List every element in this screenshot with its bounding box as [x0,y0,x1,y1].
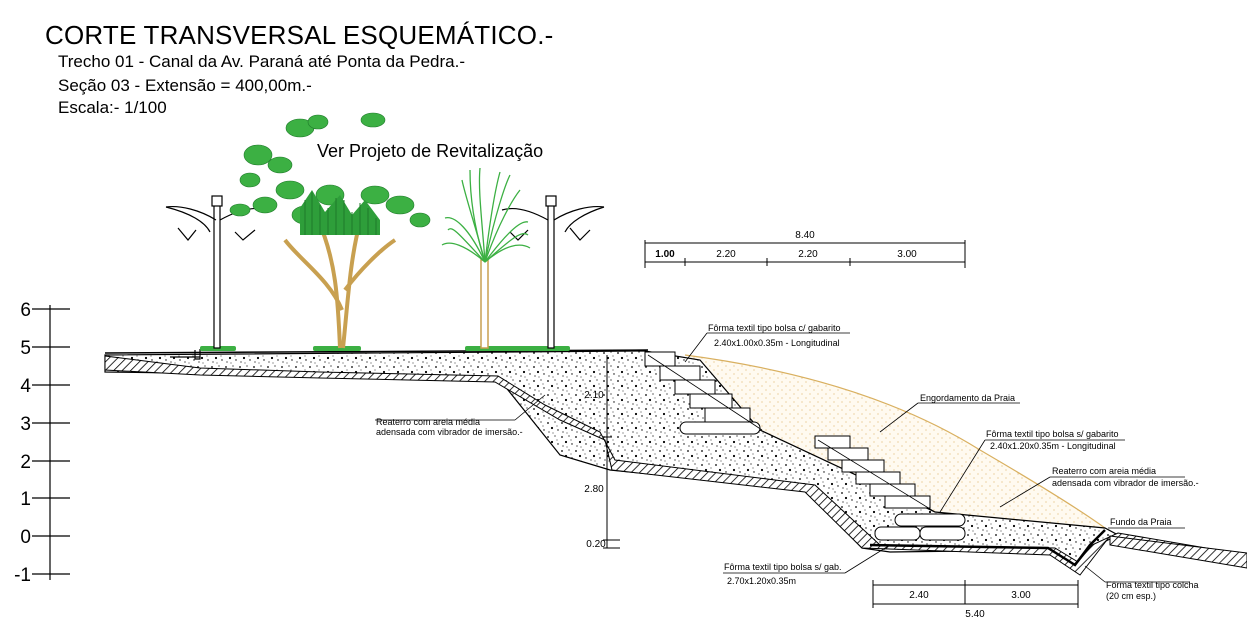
beach-bottom-ground [1109,535,1247,569]
textile-mattress [869,529,1106,567]
elevation-tick: 2 [20,452,31,473]
elevation-tick: 4 [20,376,31,397]
tree-palm [441,167,531,349]
section-stretch: Trecho 01 - Canal da Av. Paraná até Pont… [58,52,465,71]
grass-strips [200,346,570,351]
label-bag-gab-spec: 2.70x1.20x0.35m [727,576,796,586]
elevation-tick: 3 [20,414,31,435]
label-mattress-title: Fôrma textil tipo colcha [1106,580,1199,590]
vertical-dimension [603,355,620,549]
dimension-segment: 2.40 [909,590,929,601]
dimension-vertical-upper: 2.10 [584,390,604,401]
elevation-tick: -1 [14,565,31,586]
elevation-scale: 6 5 4 3 2 1 0 -1 [14,300,70,586]
dimension-segment: 3.00 [1011,590,1031,601]
label-bag-no-gabarito-title: Fôrma textil tipo bolsa s/ gabarito [986,429,1119,439]
label-backfill-right-line2: adensada com vibrador de imersão.- [1052,478,1199,488]
bottom-dimension [872,580,1079,608]
label-bag-gab-title: Fôrma textil tipo bolsa s/ gab. [724,562,842,572]
label-beach-bottom: Fundo da Praia [1110,517,1172,527]
drawing-scale: Escala:- 1/100 [58,98,167,117]
textile-bags-bottom [874,526,966,541]
dimension-segment: 3.00 [897,249,917,260]
label-mattress-spec: (20 cm esp.) [1106,591,1156,601]
dimension-vertical-middle: 2.80 [584,484,604,495]
label-backfill-left-line2: adensada com vibrador de imersão.- [376,427,523,437]
elevation-tick: 1 [20,489,31,510]
dimension-segment: 1.00 [655,249,675,260]
elevation-tick: 0 [20,527,31,548]
drawing-title: CORTE TRANSVERSAL ESQUEMÁTICO.- [45,20,554,50]
beach-fill-curve [684,354,1106,529]
natural-ground-layer [104,355,1247,576]
dimension-segment: 2.20 [716,249,736,260]
label-bag-no-gabarito-spec: 2.40x1.20x0.35m - Longitudinal [990,441,1116,451]
street-lamp-left [165,195,269,349]
elevation-tick: 5 [20,338,31,359]
revitalization-note: Ver Projeto de Revitalização [317,141,544,161]
label-bag-gabarito-spec: 2.40x1.00x0.35m - Longitudinal [714,338,840,348]
leader-lines [375,332,1190,583]
textile-bags-upper [644,351,761,435]
label-backfill-left-line1: Reaterro com areia média [376,417,480,427]
section-extension: Seção 03 - Extensão = 400,00m.- [58,76,312,95]
label-beach-fill: Engordamento da Praia [920,393,1015,403]
label-bag-gabarito-title: Fôrma textil tipo bolsa c/ gabarito [708,323,841,333]
tree-leafy [229,112,431,349]
dimension-vertical-lower: 0.20 [586,539,606,550]
dimension-segment: 2.20 [798,249,818,260]
elevation-tick: 6 [20,300,31,321]
dimension-total-bottom: 5.40 [965,609,985,620]
textile-bags-lower [814,435,966,527]
top-dimension [644,240,966,268]
beach-fill-area [685,355,1105,528]
label-backfill-right-line1: Reaterro com areia média [1052,466,1156,476]
dimension-total-top: 8.40 [795,230,815,241]
street-lamp-right [501,195,605,349]
